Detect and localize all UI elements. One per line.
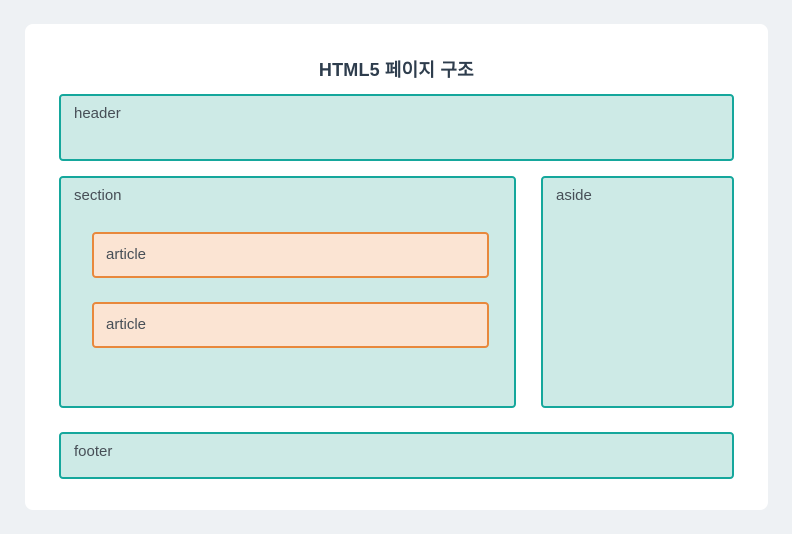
page-card: HTML5 페이지 구조 header section article arti… (25, 24, 768, 510)
aside-block[interactable]: aside (541, 176, 734, 408)
page-title: HTML5 페이지 구조 (318, 60, 475, 80)
header-block-label: header (74, 105, 121, 122)
aside-block-label: aside (556, 187, 592, 204)
section-block[interactable]: section article article (59, 176, 516, 408)
header-block[interactable]: header (59, 94, 734, 161)
article-block-label: article (106, 316, 147, 333)
section-block-label: section (74, 187, 122, 204)
footer-block-label: footer (74, 443, 113, 460)
article-block[interactable]: article (92, 302, 489, 348)
footer-block[interactable]: footer (59, 432, 734, 479)
article-block-label: article (106, 246, 147, 263)
article-block[interactable]: article (92, 232, 489, 278)
